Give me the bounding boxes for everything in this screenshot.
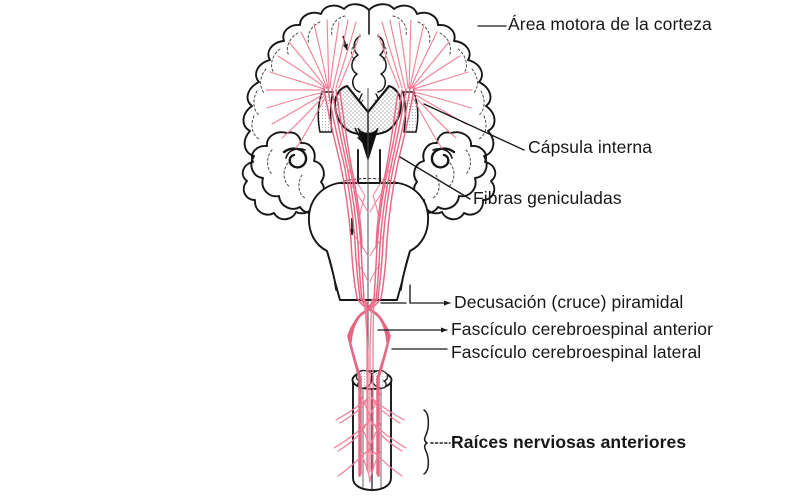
- label-fasciculo-cerebroespinal-anterior: Fascículo cerebroespinal anterior: [451, 319, 714, 339]
- internal-capsule: [317, 91, 419, 133]
- flow-arrow-upper: [354, 127, 363, 143]
- cerebral-cortex: [242, 3, 496, 214]
- label-fibras-geniculadas: Fibras geniculadas: [473, 188, 622, 208]
- label-raices-nerviosas-anteriores: Raíces nerviosas anteriores: [451, 432, 687, 452]
- leader-decusacion: [409, 284, 451, 306]
- corona-radiata-left: [265, 19, 361, 149]
- leader-lines: [377, 25, 525, 350]
- internal-capsule-bundle: [323, 87, 415, 249]
- corona-radiata-right: [377, 19, 473, 149]
- spinal-cord: [351, 369, 393, 491]
- temporal-lobe: [241, 131, 497, 221]
- leader-fibras-geniculadas: [399, 156, 471, 200]
- leader-capsula-interna: [423, 103, 525, 151]
- label-capsula-interna: Cápsula interna: [528, 137, 653, 157]
- descending-tracts: [350, 239, 388, 300]
- flow-arrow-cortex: [342, 35, 348, 51]
- label-decusacion-piramidal: Decusación (cruce) piramidal: [454, 292, 684, 312]
- leader-brace-raices: [423, 409, 430, 475]
- label-area-motora-corteza: Área motora de la corteza: [508, 14, 712, 34]
- cortical-sulci: [251, 15, 487, 199]
- anterior-nerve-roots: [333, 391, 407, 483]
- label-fasciculo-cerebroespinal-lateral: Fascículo cerebroespinal lateral: [451, 342, 702, 362]
- fasciculo-cerebroespinal-anterior-tract: [363, 298, 375, 473]
- fasciculo-cerebroespinal-lateral-tract: [347, 335, 391, 477]
- pyramidal-decussation: [347, 297, 391, 343]
